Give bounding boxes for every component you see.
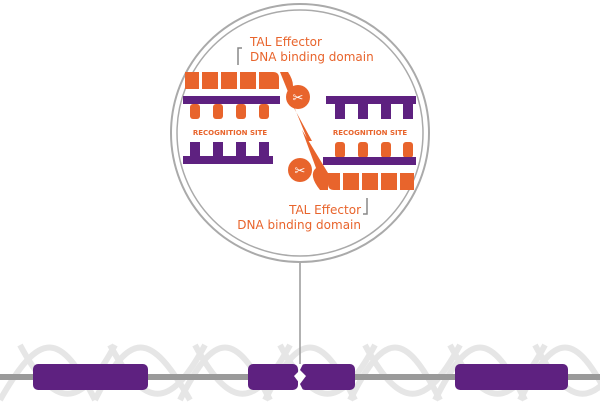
recognition-site-left-label: RECOGNITION SITE	[193, 129, 268, 137]
top-label-line2: DNA binding domain	[250, 50, 374, 64]
scissors-icon: ✂	[286, 85, 310, 109]
dna-strand-bottom-right	[323, 157, 416, 165]
dna-strand-top-right	[326, 96, 416, 104]
break-mark	[294, 362, 306, 392]
dna-strand-top-left	[183, 96, 280, 104]
top-label-line1: TAL Effector	[249, 35, 322, 49]
dna-strand-bottom-left	[183, 156, 273, 164]
recognition-site-right-label: RECOGNITION SITE	[333, 129, 408, 137]
magnifier-inner-ring	[176, 9, 424, 257]
exon-2-right	[300, 364, 355, 390]
svg-text:✂: ✂	[293, 91, 304, 106]
dna-bases-bottom-left	[190, 142, 269, 158]
dna-bases-top-right	[335, 103, 413, 119]
bottom-label-line2: DNA binding domain	[237, 218, 361, 232]
label-bracket-bottom	[363, 198, 368, 215]
label-bracket-top	[237, 47, 242, 65]
exon-2-left	[248, 364, 298, 390]
bottom-label-line1: TAL Effector	[288, 203, 361, 217]
tal-effector-left	[185, 72, 312, 141]
exon-3	[455, 364, 568, 390]
exon-1	[33, 364, 148, 390]
tal-effector-right	[302, 130, 414, 190]
svg-text:✂: ✂	[295, 164, 306, 179]
scissors-icon: ✂	[288, 158, 312, 182]
